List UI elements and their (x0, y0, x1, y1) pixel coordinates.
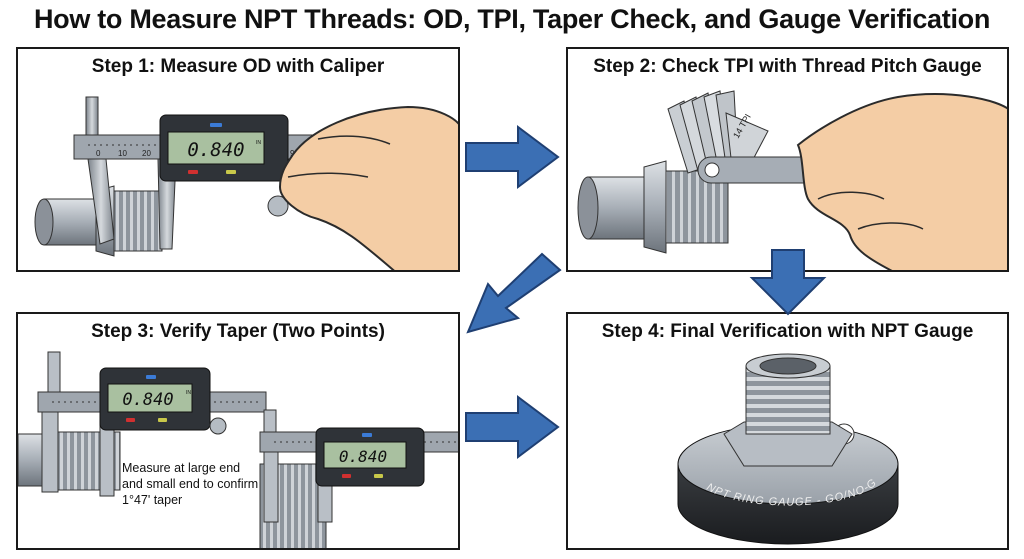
display-unit: IN (256, 140, 261, 146)
step-3-title: Step 3: Verify Taper (Two Points) (91, 321, 385, 342)
arrow-right-icon (465, 125, 560, 189)
caliper-display-large-end: 0.840 (122, 390, 173, 410)
step-4-title: Step 4: Final Verification with NPT Gaug… (601, 321, 974, 342)
pitch-gauge-illustration: 14 TPI (577, 90, 1007, 270)
step-2-panel: Step 2: Check TPI with Thread Pitch Gaug… (566, 47, 1009, 272)
arrow-down-icon (749, 249, 827, 316)
page-title: How to Measure NPT Threads: OD, TPI, Tap… (33, 4, 991, 34)
taper-note: Measure at large end and small end to co… (122, 461, 259, 507)
caliper-display-value: 0.840 (187, 139, 244, 161)
scale-label: 10 (118, 149, 127, 158)
step-1-title: Step 1: Measure OD with Caliper (91, 56, 385, 77)
scale-label: 20 (142, 149, 151, 158)
step-4-panel: Step 4: Final Verification with NPT Gaug… (566, 312, 1009, 550)
ring-gauge-illustration: NPT RING GAUGE - GO/NO-GO (568, 314, 899, 545)
step-2-title: Step 2: Check TPI with Thread Pitch Gaug… (593, 56, 982, 77)
caliper-display-small-end: 0.840 (339, 447, 387, 466)
scale-label: 0 (96, 149, 101, 158)
caliper-od-illustration: 0 10 20 90 100 0.840 IN (34, 96, 458, 270)
display-unit: IN (186, 390, 191, 396)
taper-check-illustration: 0.840 IN 0.840 (18, 351, 458, 548)
step-3-panel: Step 3: Verify Taper (Two Points) 0.840 … (16, 312, 460, 550)
step-1-panel: Step 1: Measure OD with Caliper 0 10 20 … (16, 47, 460, 272)
arrow-diagonal-icon (466, 252, 562, 334)
arrow-right-icon (465, 395, 560, 459)
